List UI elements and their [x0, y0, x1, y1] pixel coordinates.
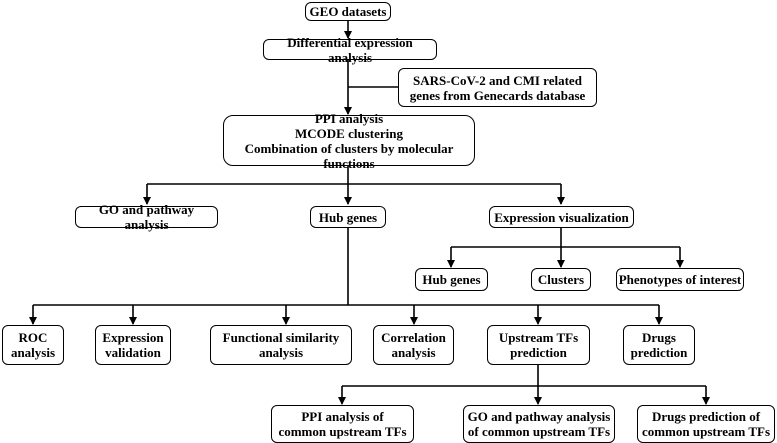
roc-analysis-box: ROC analysis	[2, 325, 64, 365]
drugs-common-tfs-box: Drugs prediction of common upstream TFs	[637, 405, 775, 443]
expression-visualization-label: Expression visualization	[494, 209, 629, 225]
drugs-prediction-label: Drugs prediction	[630, 330, 688, 360]
ppi-analysis-box: PPI analysis MCODE clustering Combinatio…	[223, 111, 475, 171]
expression-validation-box: Expression validation	[95, 325, 171, 365]
drugs-prediction-box: Drugs prediction	[623, 325, 695, 365]
upstream-tfs-box: Upstream TFs prediction	[487, 325, 590, 365]
expression-visualization-box: Expression visualization	[489, 206, 634, 228]
ppi-common-tfs-label: PPI analysis of common upstream TFs	[278, 409, 407, 439]
phenotypes-label: Phenotypes of interest	[618, 272, 742, 287]
ppi-analysis-label: PPI analysis MCODE clustering Combinatio…	[244, 110, 454, 171]
geo-datasets-box: GEO datasets	[305, 2, 391, 21]
roc-analysis-label: ROC analysis	[10, 330, 56, 360]
functional-similarity-label: Functional similarity analysis	[222, 330, 340, 360]
correlation-analysis-box: Correlation analysis	[373, 325, 454, 365]
phenotypes-box: Phenotypes of interest	[616, 268, 744, 291]
expression-validation-label: Expression validation	[102, 330, 164, 360]
drugs-common-tfs-label: Drugs prediction of common upstream TFs	[641, 409, 771, 439]
clusters-box: Clusters	[531, 268, 591, 291]
genecards-label: SARS-CoV-2 and CMI related genes from Ge…	[409, 72, 586, 103]
ppi-common-tfs-box: PPI analysis of common upstream TFs	[271, 405, 414, 443]
functional-similarity-box: Functional similarity analysis	[210, 325, 352, 365]
go-common-tfs-box: GO and pathway analysis of common upstre…	[463, 405, 615, 443]
hub-genes-label: Hub genes	[318, 209, 378, 225]
hub-genes-box: Hub genes	[310, 206, 386, 228]
hub-genes-sub-box: Hub genes	[415, 268, 488, 291]
hub-genes-sub-label: Hub genes	[422, 272, 481, 287]
differential-expression-label: Differential expression analysis	[287, 34, 413, 65]
differential-expression-box: Differential expression analysis	[263, 35, 437, 65]
clusters-label: Clusters	[537, 272, 585, 287]
go-pathway-box: GO and pathway analysis	[75, 202, 218, 232]
go-pathway-label: GO and pathway analysis	[98, 202, 195, 232]
geo-datasets-label: GEO datasets	[309, 4, 387, 19]
correlation-analysis-label: Correlation analysis	[381, 330, 446, 360]
genecards-box: SARS-CoV-2 and CMI related genes from Ge…	[398, 68, 597, 107]
go-common-tfs-label: GO and pathway analysis of common upstre…	[467, 409, 611, 439]
upstream-tfs-label: Upstream TFs prediction	[498, 330, 579, 360]
